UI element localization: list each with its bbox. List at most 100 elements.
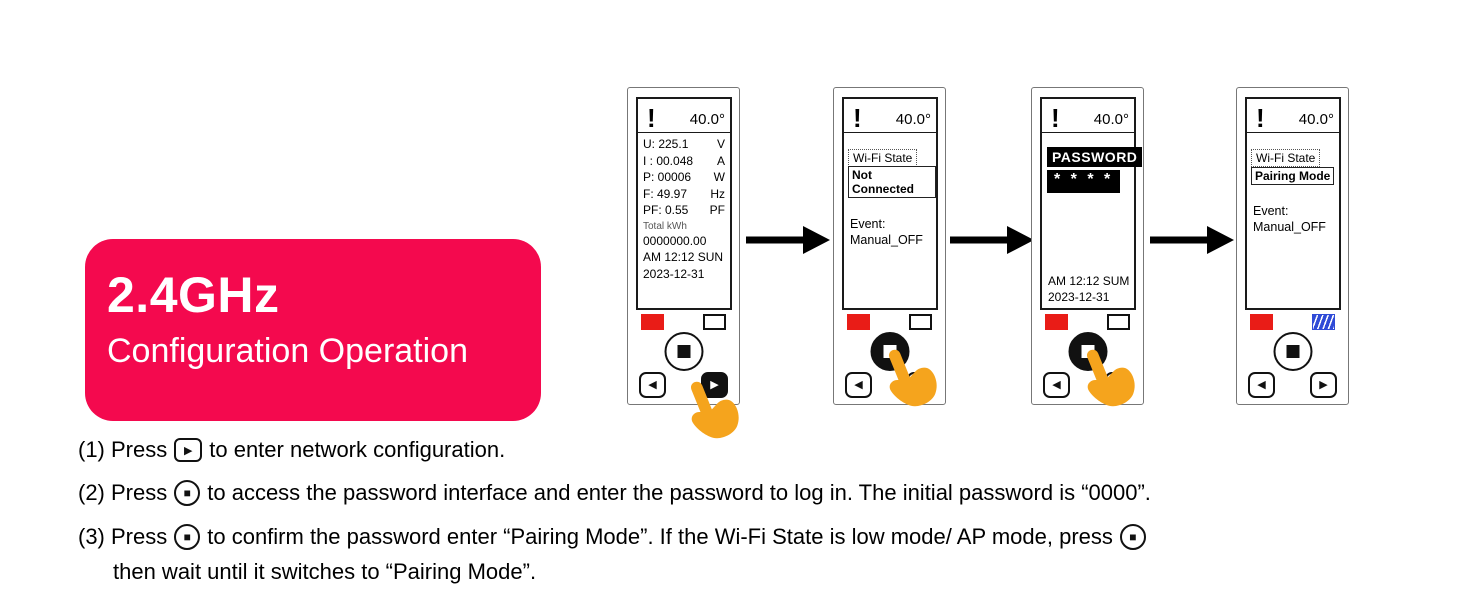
- hand-pointer-icon: [690, 381, 739, 439]
- temperature-reading: 40.0°: [895, 111, 931, 128]
- event-block: Event: Manual_OFF: [1253, 203, 1339, 235]
- device-step-3: ! 40.0° PASSWORD * * * * AM 12:12 SUM 20…: [1031, 87, 1144, 407]
- power-led-red: [1045, 314, 1068, 330]
- date-display: 2023-12-31: [643, 266, 705, 281]
- device-1-screen: ! 40.0° U: 225.1 V I : 00.048 A P: 00006 W …: [636, 97, 732, 310]
- instruction-step-1: (1) Press ▶ to enter network configurati…: [78, 437, 505, 463]
- power-led-red: [641, 314, 664, 330]
- frequency-row: F: 49.97 Hz: [643, 186, 725, 203]
- stop-square-icon: [1286, 345, 1299, 358]
- alert-icon: !: [647, 103, 656, 133]
- screen-header: ! 40.0°: [844, 99, 936, 133]
- alert-icon: !: [853, 103, 862, 133]
- step-3-continued-text: then wait until it switches to “Pairing …: [113, 559, 537, 584]
- time-display: AM 12:12 SUM: [1048, 274, 1130, 288]
- indicator-row: [1237, 314, 1348, 330]
- instruction-step-2: (2) Press ■ to access the password inter…: [78, 480, 1151, 506]
- voltage-unit: V: [716, 137, 725, 151]
- left-arrow-button: ◀: [1043, 372, 1070, 398]
- pf-unit: PF: [709, 203, 725, 217]
- left-arrow-button: ◀: [1248, 372, 1275, 398]
- event-value: Manual_OFF: [1253, 220, 1326, 234]
- enter-button-icon: ■: [174, 480, 201, 506]
- device-step-4: ! 40.0° Wi-Fi State Pairing Mode Event: …: [1236, 87, 1349, 405]
- badge-title: 2.4GHz: [107, 267, 280, 323]
- device-step-2: ! 40.0° Wi-Fi State Not Connected Event:…: [833, 87, 946, 407]
- enter-button: [664, 332, 703, 371]
- event-value: Manual_OFF: [850, 233, 923, 247]
- left-arrow-button: ◀: [845, 372, 872, 398]
- time-display: AM 12:12 SUN: [643, 250, 724, 264]
- event-block: Event: Manual_OFF: [850, 216, 936, 248]
- wifi-state-value: Not Connected: [848, 166, 936, 198]
- badge-subtitle: Configuration Operation: [107, 332, 469, 370]
- alert-icon: !: [1051, 103, 1060, 133]
- wifi-state-box: Wi-Fi State Pairing Mode: [1251, 149, 1339, 185]
- event-label: Event:: [1253, 204, 1289, 218]
- power-row: P: 00006 W: [643, 169, 725, 186]
- indicator-row: [834, 314, 945, 330]
- wifi-state-value: Pairing Mode: [1251, 167, 1335, 185]
- current-value: I : 00.048: [643, 153, 694, 168]
- wifi-state-label: Wi-Fi State: [848, 149, 918, 167]
- flow-arrow-icon: [746, 226, 830, 254]
- step-3-post-text: to confirm the password enter “Pairing M…: [207, 524, 1113, 549]
- power-unit: W: [713, 170, 725, 184]
- voltage-row: U: 225.1 V: [643, 136, 725, 153]
- play-button-icon: ▶: [174, 438, 203, 462]
- arrow-button-row: ◀ ▶: [1237, 372, 1348, 398]
- power-value: P: 00006: [643, 170, 692, 184]
- enter-button-icon: ■: [174, 524, 201, 550]
- title-badge: 2.4GHz Configuration Operation: [85, 239, 541, 421]
- indicator-row: [1032, 314, 1143, 330]
- wifi-state-label: Wi-Fi State: [1251, 149, 1321, 167]
- device-step-1: ! 40.0° U: 225.1 V I : 00.048 A P: 00006 W …: [627, 87, 740, 439]
- total-kwh-label: Total kWh: [643, 220, 687, 232]
- pf-value: PF: 0.55: [643, 203, 689, 217]
- wifi-led-off: [909, 314, 932, 330]
- play-glyph: ▶: [184, 444, 193, 457]
- flow-arrow-icon: [1150, 226, 1234, 254]
- current-unit: A: [716, 153, 725, 168]
- screen-header: ! 40.0°: [638, 99, 730, 133]
- wifi-led-off: [1107, 314, 1130, 330]
- stop-glyph: ■: [183, 530, 191, 544]
- enter-button-icon: ■: [1119, 524, 1146, 550]
- step-1-pre-text: (1) Press: [78, 437, 168, 462]
- power-led-red: [1250, 314, 1273, 330]
- instruction-step-3-continued: then wait until it switches to “Pairing …: [113, 559, 536, 585]
- wifi-led-pairing-blue: [1312, 314, 1335, 330]
- right-arrow-button: ▶: [1310, 372, 1337, 398]
- step-1-post-text: to enter network configuration.: [209, 437, 506, 462]
- screen-header: ! 40.0°: [1247, 99, 1339, 133]
- indicator-row: [628, 314, 739, 330]
- temperature-reading: 40.0°: [1298, 111, 1334, 128]
- password-block: PASSWORD * * * *: [1047, 147, 1143, 193]
- stop-glyph: ■: [183, 486, 191, 500]
- clock-block: AM 12:12 SUM 2023-12-31: [1048, 274, 1129, 305]
- frequency-unit: Hz: [710, 186, 725, 201]
- frequency-value: F: 49.97: [643, 186, 688, 201]
- wifi-state-box: Wi-Fi State Not Connected: [848, 149, 936, 198]
- date-display: 2023-12-31: [1048, 289, 1110, 304]
- stop-square-icon: [677, 345, 690, 358]
- instruction-step-3: (3) Press ■ to confirm the password ente…: [78, 524, 1146, 550]
- step-3-pre-text: (3) Press: [78, 524, 168, 549]
- temperature-reading: 40.0°: [689, 111, 725, 128]
- total-kwh-value: 0000000.00: [643, 233, 707, 248]
- screen-header: ! 40.0°: [1042, 99, 1134, 133]
- meter-readings: U: 225.1 V I : 00.048 A P: 00006 W F: 49.97…: [638, 133, 730, 282]
- device-4-screen: ! 40.0° Wi-Fi State Pairing Mode Event: …: [1245, 97, 1341, 310]
- hand-pointer-icon: [1086, 349, 1135, 407]
- power-led-red: [847, 314, 870, 330]
- voltage-value: U: 225.1: [643, 137, 689, 151]
- alert-icon: !: [1256, 103, 1265, 133]
- current-row: I : 00.048 A: [643, 153, 725, 170]
- temperature-reading: 40.0°: [1093, 111, 1129, 128]
- event-label: Event:: [850, 217, 886, 231]
- left-arrow-button: ◀: [639, 372, 666, 398]
- flow-arrow-icon: [950, 226, 1034, 254]
- wifi-led-off: [703, 314, 726, 330]
- step-2-pre-text: (2) Press: [78, 480, 168, 505]
